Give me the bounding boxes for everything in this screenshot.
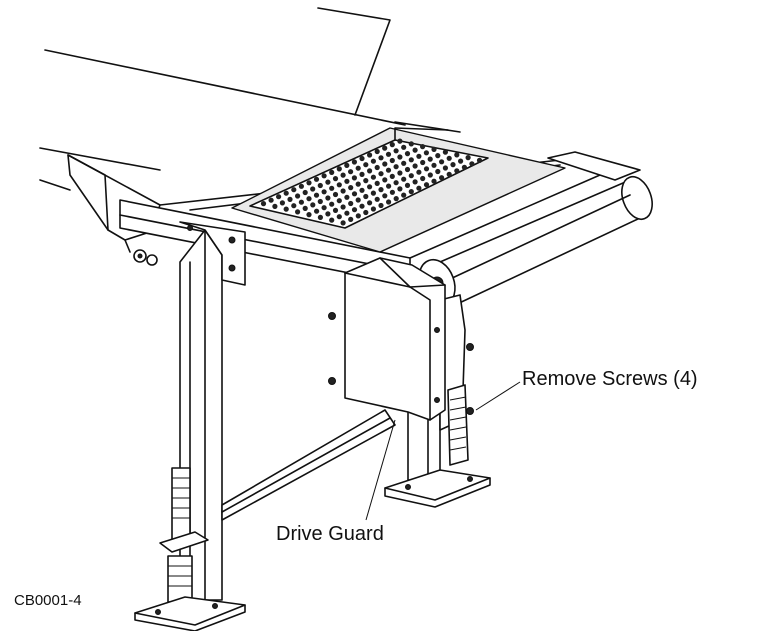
- screw: [466, 407, 474, 415]
- right-rear-leg: [384, 407, 491, 508]
- conveyor-belt-top-edge: [39, 7, 461, 191]
- leader-line-screws: [475, 381, 521, 411]
- lower-cross-brace: [221, 409, 396, 521]
- figure-code: CB0001-4: [14, 592, 82, 609]
- left-leveling-foot: [134, 467, 246, 631]
- screw: [466, 343, 474, 351]
- screw: [328, 312, 336, 320]
- screws: [328, 312, 474, 415]
- callout-drive-guard: Drive Guard: [276, 523, 384, 545]
- leader-line-drive-guard: [365, 419, 396, 521]
- drive-guard: [344, 257, 446, 421]
- right-end-bracket: [547, 151, 641, 181]
- callout-remove-screws: Remove Screws (4): [522, 368, 698, 390]
- drive-motor-housing: [439, 294, 469, 466]
- perforation-holes: [260, 138, 483, 226]
- screw: [328, 377, 336, 385]
